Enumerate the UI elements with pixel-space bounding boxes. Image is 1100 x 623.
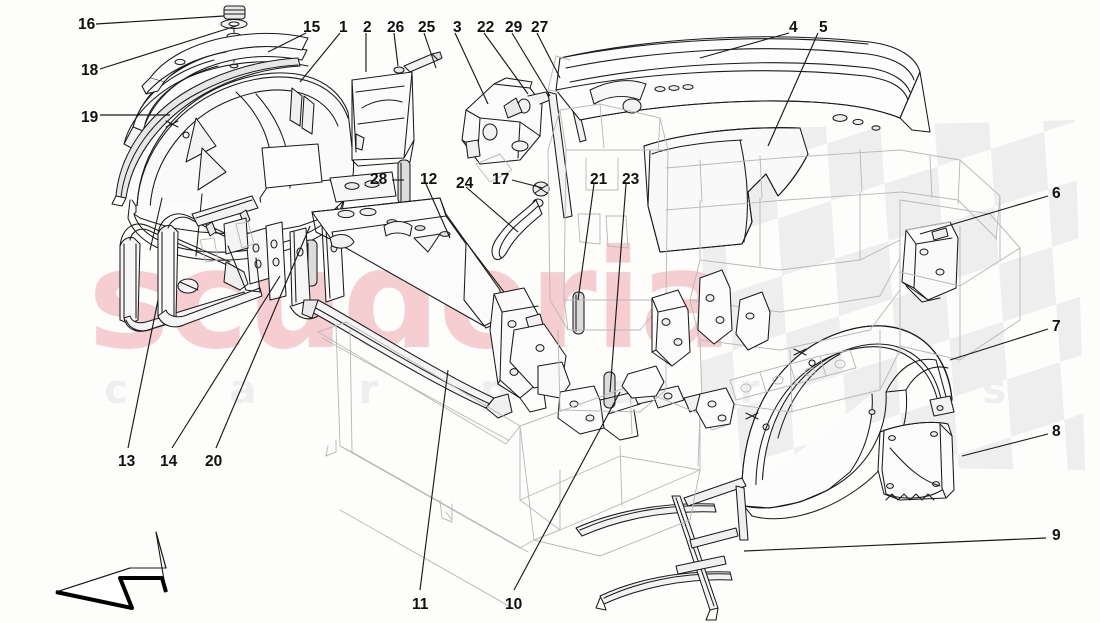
part-26-washer <box>393 66 405 74</box>
part-25-bolt <box>403 51 443 73</box>
leader-line-14 <box>171 275 281 449</box>
leader-line-24 <box>465 186 519 233</box>
leader-line-15 <box>267 32 307 53</box>
callout-label-23: 23 <box>622 171 640 188</box>
leader-line-10 <box>513 391 621 591</box>
callout-label-17: 17 <box>492 171 510 188</box>
callout-label-10: 10 <box>505 596 523 613</box>
part-19-arch-weatherstrip <box>111 57 301 207</box>
callout-label-26: 26 <box>387 19 405 36</box>
callout-label-25: 25 <box>418 19 436 36</box>
callout-leader-lines <box>95 15 1049 591</box>
leader-line-12 <box>425 183 451 239</box>
leader-line-29 <box>511 32 551 97</box>
callout-label-11: 11 <box>412 596 429 613</box>
direction-arrow-icon <box>55 531 168 610</box>
leader-line-21 <box>577 183 595 301</box>
leader-line-27 <box>536 32 561 79</box>
part-13-tubular-bracket <box>119 223 249 332</box>
part-18-wing-bracket <box>141 32 309 95</box>
leader-line-17 <box>511 179 544 189</box>
leader-line-22 <box>483 32 529 95</box>
callout-label-28: 28 <box>370 171 388 188</box>
callout-label-12: 12 <box>420 171 438 188</box>
part-28-rubber-pad <box>397 159 411 205</box>
leader-line-9 <box>743 537 1047 552</box>
leader-line-18 <box>99 25 237 70</box>
callout-label-14: 14 <box>160 453 178 470</box>
callout-label-27: 27 <box>531 19 549 36</box>
leader-line-23 <box>609 183 627 393</box>
leader-line-26 <box>393 32 399 67</box>
leader-line-5 <box>767 32 819 147</box>
callout-label-6: 6 <box>1052 185 1061 202</box>
callout-label-22: 22 <box>477 19 495 36</box>
leader-line-20 <box>215 225 311 449</box>
callout-label-15: 15 <box>303 19 321 36</box>
part-23-rubber-pad <box>603 371 616 409</box>
callout-label-2: 2 <box>363 19 372 36</box>
part-2-side-panel <box>351 71 415 167</box>
leader-line-6 <box>919 195 1049 235</box>
callout-label-8: 8 <box>1052 423 1061 440</box>
leader-line-1 <box>299 32 341 83</box>
callout-label-9: 9 <box>1052 527 1061 544</box>
part-6-mount-bracket <box>901 221 959 303</box>
leader-line-3 <box>454 32 489 105</box>
leader-line-8 <box>961 433 1049 457</box>
callout-label-4: 4 <box>789 19 798 36</box>
callout-label-1: 1 <box>339 19 348 36</box>
callout-label-16: 16 <box>78 16 96 33</box>
leader-line-11 <box>419 369 449 591</box>
callout-label-20: 20 <box>205 453 223 470</box>
callout-label-21: 21 <box>590 171 608 188</box>
leader-line-4 <box>699 32 790 59</box>
callout-label-5: 5 <box>819 19 828 36</box>
leader-line-25 <box>423 32 437 69</box>
part-21-rubber-pad <box>572 291 585 335</box>
callout-label-7: 7 <box>1052 318 1061 335</box>
callout-label-18: 18 <box>81 62 99 79</box>
leader-line-7 <box>949 328 1049 361</box>
part-7-rear-wheelhouse-liner <box>741 325 955 520</box>
chassis-ghost-geometry <box>199 55 1021 611</box>
callout-label-24: 24 <box>456 175 474 192</box>
part-10-centre-brackets <box>489 287 707 441</box>
callout-label-13: 13 <box>118 453 136 470</box>
part-8-liner-panel <box>877 421 955 501</box>
part-3-bracket-assembly <box>461 77 551 165</box>
part-27-rod <box>547 91 573 219</box>
auxiliary-strips <box>265 221 287 301</box>
callout-label-29: 29 <box>505 19 523 36</box>
leader-line-13 <box>127 299 159 449</box>
callout-label-19: 19 <box>81 109 99 126</box>
part-10-right-brackets <box>621 269 771 429</box>
part-9-tubular-frame <box>575 477 749 621</box>
leader-line-16 <box>95 15 225 25</box>
callout-label-3: 3 <box>453 19 462 36</box>
part-14-tubular-bracket <box>157 195 263 328</box>
part-4-cowl-panel <box>555 36 931 133</box>
